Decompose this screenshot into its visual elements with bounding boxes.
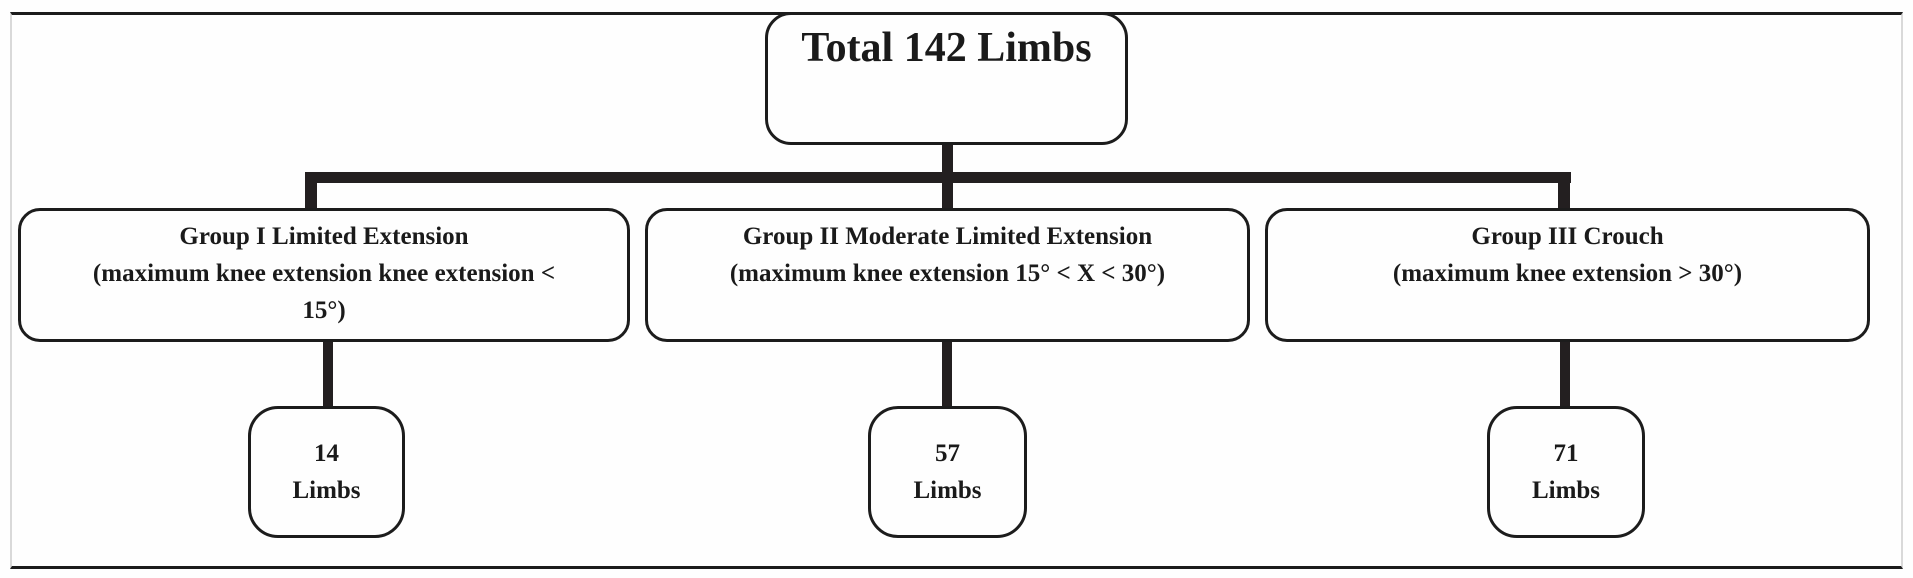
- group-2-count-node: 57 Limbs: [868, 406, 1027, 538]
- group-2-node: Group II Moderate Limited Extension (max…: [645, 208, 1250, 342]
- group-1-count-node: 14 Limbs: [248, 406, 405, 538]
- group-1-count-unit: Limbs: [292, 477, 361, 504]
- group-3-title: Group III Crouch: [1471, 223, 1664, 250]
- connector-left-drop: [305, 172, 317, 211]
- group-3-node: Group III Crouch (maximum knee extension…: [1265, 208, 1870, 342]
- group-3-count-unit: Limbs: [1531, 477, 1601, 504]
- group-1-count: 14: [314, 440, 339, 467]
- root-node-total-limbs: Total 142 Limbs: [765, 12, 1128, 145]
- connector-group2-to-count: [942, 339, 952, 408]
- group-1-criteria-line1: (maximum knee extension knee extension <: [92, 260, 556, 287]
- root-node-label: Total 142 Limbs: [801, 25, 1092, 71]
- connector-right-drop: [1558, 172, 1570, 211]
- connector-group3-to-count: [1560, 339, 1570, 408]
- group-1-criteria-line2: 15°): [302, 297, 346, 324]
- group-3-criteria-line1: (maximum knee extension > 30°): [1392, 260, 1743, 287]
- group-2-count-unit: Limbs: [913, 477, 982, 504]
- group-1-node: Group I Limited Extension (maximum knee …: [18, 208, 630, 342]
- group-3-count: 71: [1553, 440, 1579, 467]
- group-3-count-node: 71 Limbs: [1487, 406, 1645, 538]
- group-2-criteria-line1: (maximum knee extension 15° < X < 30°): [729, 260, 1166, 287]
- group-1-title: Group I Limited Extension: [179, 223, 469, 250]
- connector-group1-to-count: [323, 339, 333, 408]
- group-2-count: 57: [935, 440, 960, 467]
- connector-horizontal-bar: [305, 172, 1571, 183]
- group-2-title: Group II Moderate Limited Extension: [742, 223, 1153, 250]
